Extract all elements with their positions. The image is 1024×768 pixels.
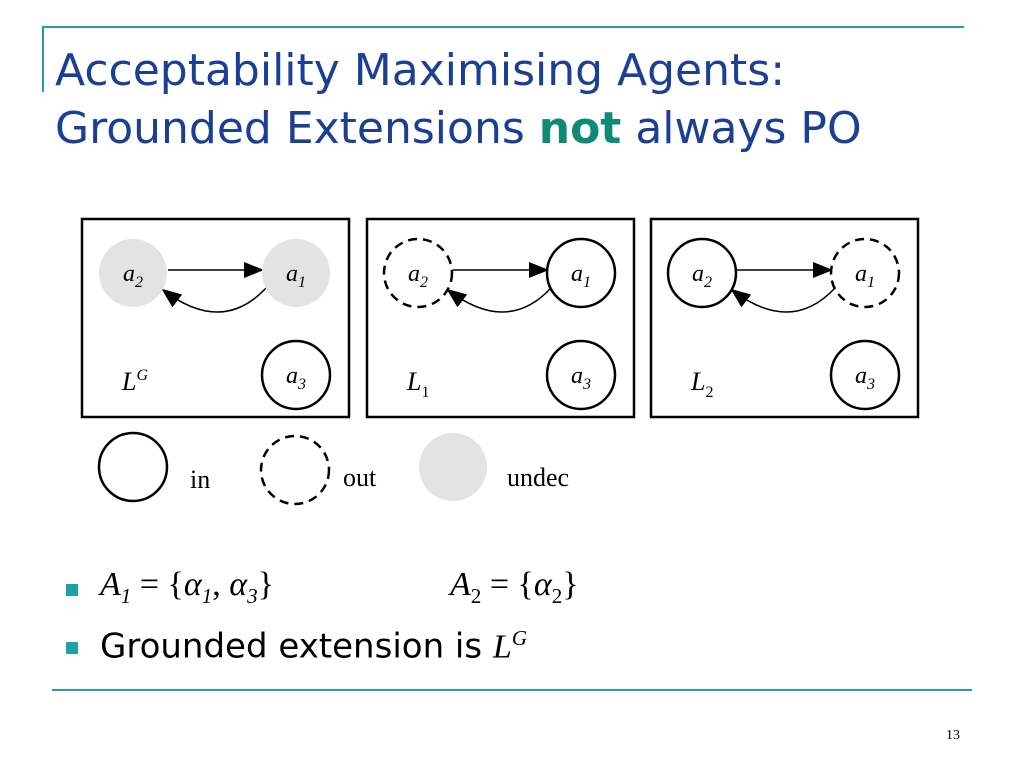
slide-title: Acceptability Maximising Agents: Grounde… xyxy=(55,42,995,158)
agents-formula: A1 = {α1, α3}A2 = {α2} xyxy=(100,566,579,608)
bullet-marker xyxy=(66,584,78,596)
node-a2-out xyxy=(382,237,454,309)
node-a1-out xyxy=(829,237,901,309)
node-a3-in xyxy=(260,339,332,411)
node-a3-in xyxy=(545,339,617,411)
title-highlight: not xyxy=(538,103,622,154)
title-rule-horizontal xyxy=(42,26,964,28)
legend-swatch-in xyxy=(97,431,169,503)
panel-label: L1 xyxy=(406,367,429,401)
legend-label-out: out xyxy=(343,463,377,492)
agent-2-formula: A2 = {α2} xyxy=(450,566,579,608)
grounded-statement: Grounded extension is LG xyxy=(100,626,528,667)
bullet-item-agents: A1 = {α1, α3}A2 = {α2} xyxy=(62,560,962,618)
node-label-a3: a3 xyxy=(286,363,306,393)
legend-label-undec: undec xyxy=(507,463,569,492)
attack-arrow-a1-a2 xyxy=(161,287,267,313)
node-label-a2: a2 xyxy=(123,261,143,291)
legend-swatch-undec xyxy=(419,433,487,501)
title-rule-vertical xyxy=(42,26,44,92)
node-a1-in xyxy=(545,237,617,309)
attack-arrow-a1-a2 xyxy=(446,287,552,313)
bullet-marker xyxy=(66,642,78,654)
node-label-a3: a3 xyxy=(571,363,591,393)
legend-label-in: in xyxy=(190,465,210,494)
node-label-a1: a1 xyxy=(286,261,306,291)
title-line-2-post: always PO xyxy=(621,103,862,154)
node-label-a2: a2 xyxy=(408,261,428,291)
node-label-a1: a1 xyxy=(855,261,875,291)
node-label-a1: a1 xyxy=(571,261,591,291)
node-label-a3: a3 xyxy=(855,363,875,393)
node-a3-in xyxy=(829,339,901,411)
title-line-2: Grounded Extensions not always PO xyxy=(55,100,995,158)
attack-arrow-a1-a2 xyxy=(730,287,836,313)
page-number: 13 xyxy=(946,728,960,743)
bullet-item-grounded: Grounded extension is LG xyxy=(62,618,962,676)
node-a2-undec xyxy=(99,239,167,307)
node-label-a2: a2 xyxy=(692,261,712,291)
node-a1-undec xyxy=(262,239,330,307)
panel-label: L2 xyxy=(690,367,713,401)
bullet-list: A1 = {α1, α3}A2 = {α2} Grounded extensio… xyxy=(62,560,962,676)
node-a2-in xyxy=(666,237,738,309)
legend-swatch-out xyxy=(259,434,331,506)
panel-label: LG xyxy=(121,367,148,396)
title-line-1: Acceptability Maximising Agents: xyxy=(55,45,786,96)
footer-rule xyxy=(52,689,972,691)
title-line-2-pre: Grounded Extensions xyxy=(55,103,539,154)
